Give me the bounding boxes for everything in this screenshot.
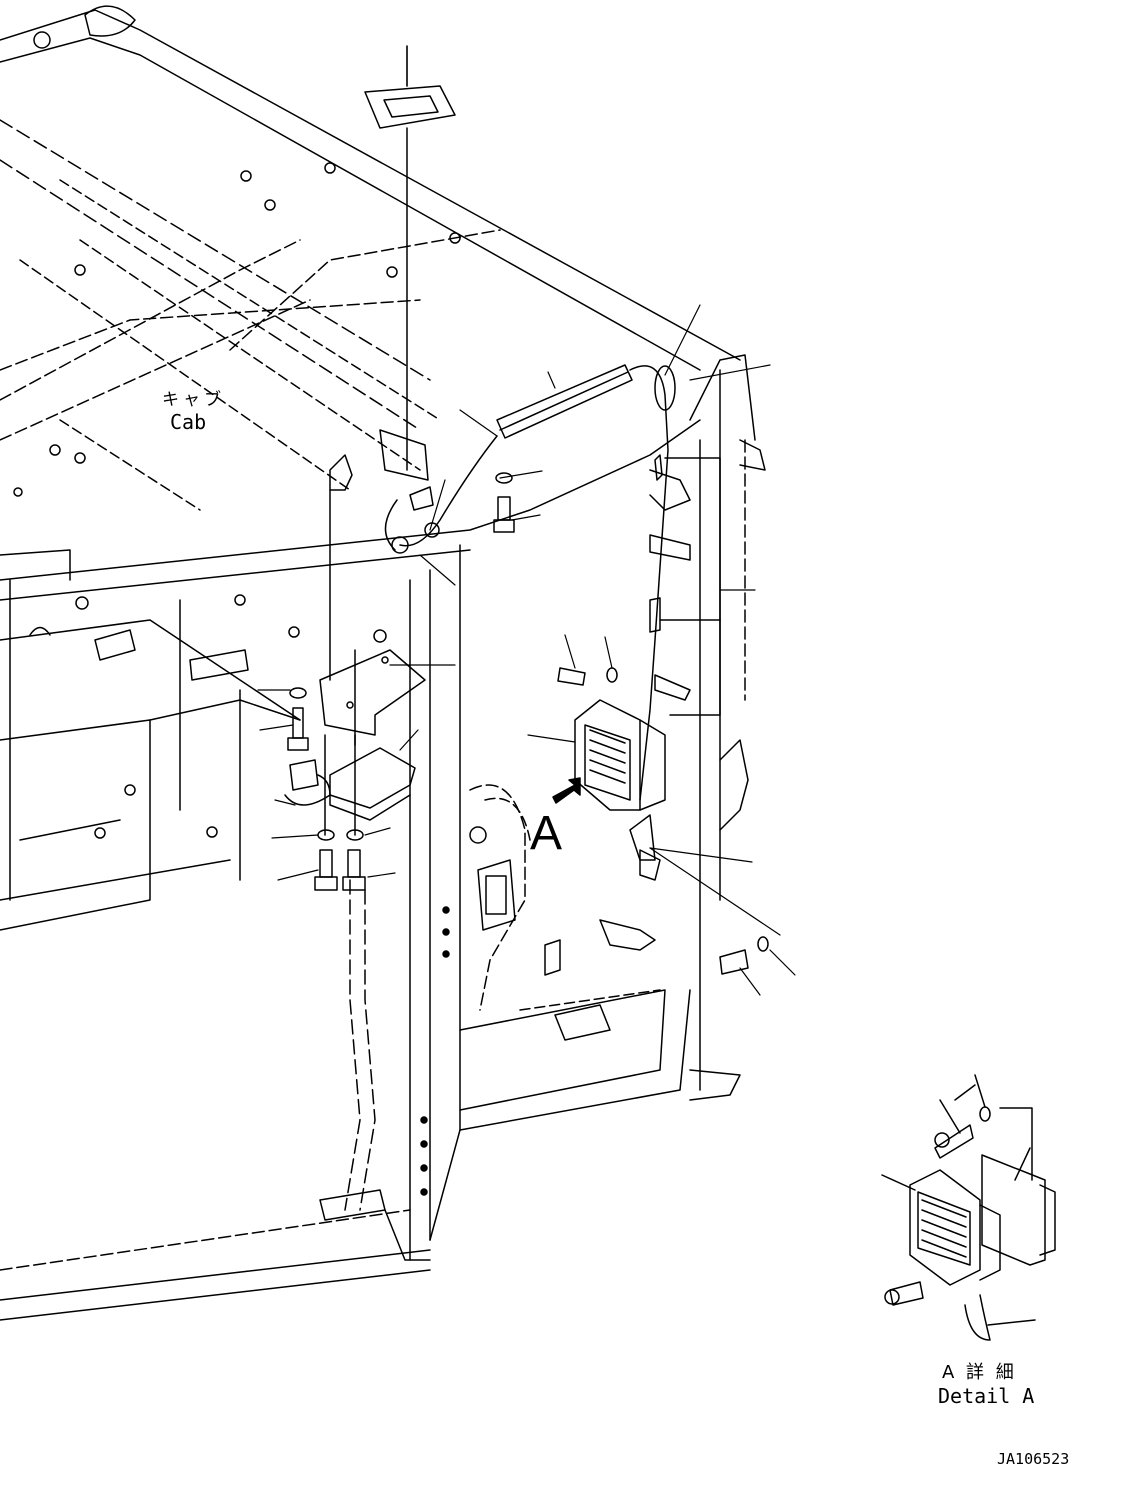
cab-label-jp: キャブ <box>162 390 225 410</box>
right-controller-unit <box>574 699 666 861</box>
antenna-cable <box>384 365 676 801</box>
drawing-number: JA106523 <box>997 1450 1070 1468</box>
controller-bracket <box>319 649 426 736</box>
view-label-a: A <box>530 807 563 860</box>
leader-lines <box>257 45 796 996</box>
detail-a-label-jp: A 詳 細 <box>942 1362 1017 1383</box>
washer-bolt-upper <box>493 472 515 533</box>
assembly-guidelines <box>324 45 408 836</box>
right-bolt-washer <box>557 667 769 975</box>
antenna-bracket <box>329 429 691 701</box>
bolts-lower <box>287 707 366 891</box>
cab-body-frame <box>0 354 766 1321</box>
antenna-cable-channel <box>496 364 633 439</box>
callout-bracket <box>659 457 721 716</box>
detail-a-label-en: Detail A <box>938 1384 1035 1408</box>
cab-label-en: Cab <box>170 410 207 434</box>
washers-nuts-lower <box>289 687 364 841</box>
roof-cover-plate <box>364 85 456 129</box>
detail-a-inset <box>881 1074 1056 1341</box>
view-arrow-a <box>552 777 581 804</box>
cab-roof-frame <box>0 5 741 511</box>
controller-unit <box>284 747 416 821</box>
roof-fasteners <box>13 162 461 497</box>
